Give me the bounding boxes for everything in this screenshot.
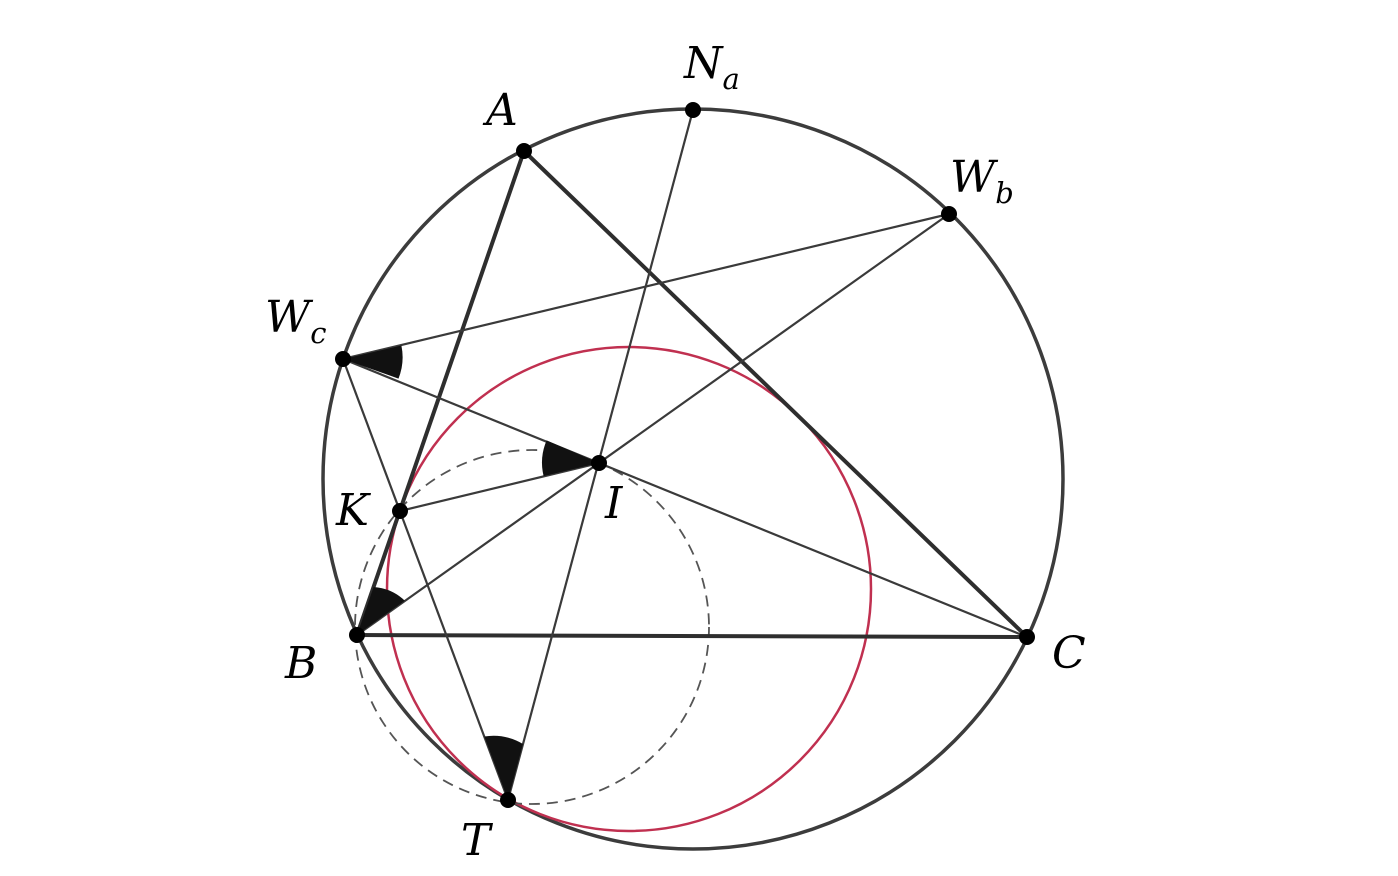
label-i-main: I	[604, 478, 624, 529]
point-c	[1019, 629, 1035, 645]
label-na-sub: a	[723, 62, 740, 96]
label-t: T	[461, 815, 494, 866]
segment-b-wb	[356, 213, 950, 636]
angle-mark-t	[484, 735, 523, 800]
angle-mark-i	[542, 440, 599, 477]
angle-mark-wc	[343, 345, 403, 379]
label-t-main: T	[461, 815, 494, 866]
label-wb-sub: b	[995, 176, 1014, 210]
label-wc-sub: c	[310, 316, 326, 350]
label-na-main: N	[683, 38, 724, 89]
segment-wc-c	[342, 357, 1028, 639]
segment-wc-wb	[342, 212, 950, 361]
label-wc: Wc	[265, 292, 326, 350]
angle-mark-b	[357, 587, 405, 635]
point-b	[349, 627, 365, 643]
label-b: B	[284, 638, 317, 689]
label-c: C	[1052, 628, 1086, 679]
point-t	[500, 792, 516, 808]
label-b-main: B	[284, 638, 317, 689]
segment-wc-t	[341, 358, 510, 801]
point-na	[685, 102, 701, 118]
segment-na-t	[506, 109, 695, 801]
label-a-main: A	[482, 85, 518, 136]
side-bc	[356, 633, 1028, 639]
label-na: Na	[683, 38, 740, 96]
label-a: A	[482, 85, 518, 136]
point-k	[392, 503, 408, 519]
side-ac	[522, 149, 1029, 639]
label-k-main: K	[335, 485, 371, 536]
point-wb	[941, 206, 957, 222]
label-wb: Wb	[950, 152, 1014, 210]
label-i: I	[604, 478, 624, 529]
label-k: K	[335, 485, 371, 536]
dashed-circle	[354, 449, 710, 805]
label-c-main: C	[1052, 628, 1086, 679]
mixtilinear-incircle	[385, 345, 873, 833]
label-wb-main: W	[950, 152, 999, 203]
label-wc-main: W	[265, 292, 314, 343]
side-ab	[355, 150, 526, 636]
point-a	[516, 143, 532, 159]
segment-k-i	[399, 461, 600, 513]
point-i	[591, 455, 607, 471]
point-wc	[335, 351, 351, 367]
